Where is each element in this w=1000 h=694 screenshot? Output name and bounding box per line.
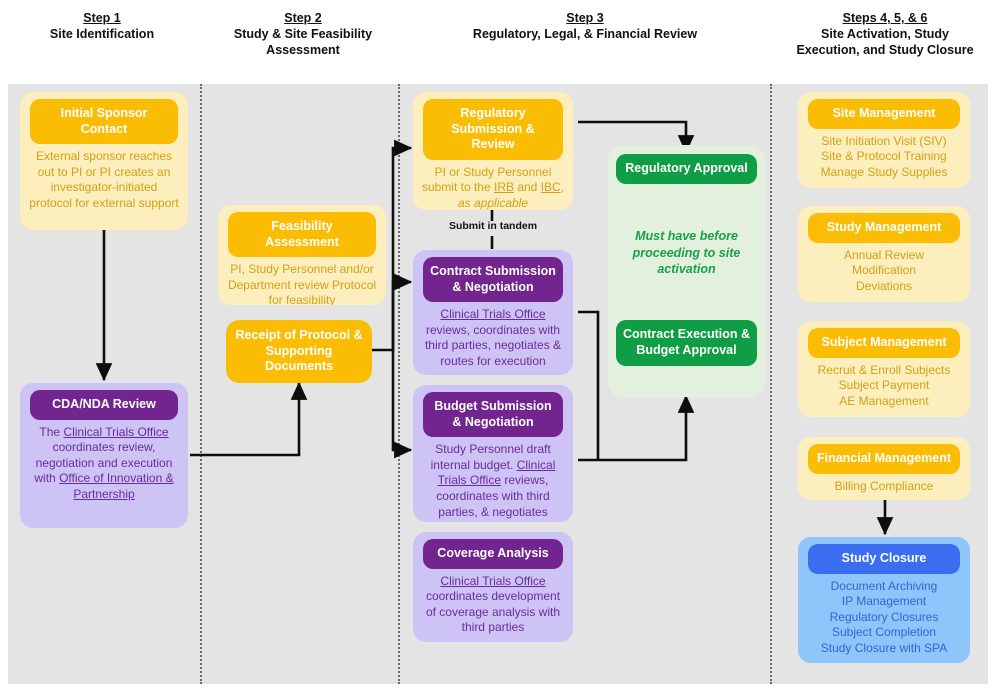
node-title: CDA/NDA Review	[30, 390, 178, 420]
node-title: Feasibility Assessment	[228, 212, 376, 258]
node-budget-submission-negotiation[interactable]: Budget Submission & Negotiation Study Pe…	[413, 385, 573, 522]
node-title: Contract Submission & Negotiation	[423, 257, 563, 303]
link-clinical-trials-office[interactable]: Clinical Trials Office	[437, 457, 556, 488]
node-study-closure[interactable]: Study Closure Document Archiving IP Mana…	[798, 537, 970, 663]
node-study-management[interactable]: Study Management Annual Review Modificat…	[798, 206, 970, 302]
node-body-line: Annual Review	[843, 247, 925, 262]
node-subject-management[interactable]: Subject Management Recruit & Enroll Subj…	[798, 321, 970, 417]
column-header-step-2: Step 2 Study & Site Feasibility Assessme…	[222, 10, 384, 58]
node-title: Site Management	[808, 99, 960, 129]
column-header-step-label: Steps 4, 5, & 6	[842, 11, 928, 25]
node-contract-submission-negotiation[interactable]: Contract Submission & Negotiation Clinic…	[413, 250, 573, 375]
link-clinical-trials-office[interactable]: Clinical Trials Office	[440, 307, 546, 322]
node-regulatory-submission-review[interactable]: Regulatory Submission & Review PI or Stu…	[413, 92, 573, 210]
node-title: Subject Management	[808, 328, 960, 358]
node-title: Regulatory Submission & Review	[423, 99, 563, 160]
column-header-step-3: Step 3 Regulatory, Legal, & Financial Re…	[420, 10, 750, 42]
link-clinical-trials-office[interactable]: Clinical Trials Office	[440, 573, 546, 588]
column-header-sub-label: Study & Site Feasibility Assessment	[233, 27, 373, 57]
link-ibc[interactable]: IBC	[540, 180, 561, 195]
node-body-line: Site Initiation Visit (SIV)	[821, 133, 947, 148]
node-body-line: Deviations	[855, 278, 913, 293]
node-body: Clinical Trials Office reviews, coordina…	[424, 307, 562, 369]
node-body: Clinical Trials Office coordinates devel…	[425, 573, 561, 635]
node-title: Study Closure	[808, 544, 960, 574]
node-body-line: Subject Payment	[838, 378, 930, 393]
node-title: Financial Management	[808, 444, 960, 474]
node-title-contract-execution: Contract Execution & Budget Approval	[616, 320, 757, 366]
column-header-sub-label: Site Activation, Study Execution, and St…	[796, 27, 974, 57]
node-body: Site Initiation Visit (SIV) Site & Proto…	[798, 129, 970, 188]
node-feasibility-assessment[interactable]: Feasibility Assessment PI, Study Personn…	[218, 205, 386, 305]
column-divider-2	[398, 84, 400, 684]
column-header-steps-456: Steps 4, 5, & 6 Site Activation, Study E…	[795, 10, 975, 58]
node-site-management[interactable]: Site Management Site Initiation Visit (S…	[798, 92, 970, 188]
node-title: Study Management	[808, 213, 960, 243]
node-coverage-analysis[interactable]: Coverage Analysis Clinical Trials Office…	[413, 532, 573, 642]
node-body-line: Modification	[851, 263, 917, 278]
node-title: Coverage Analysis	[423, 539, 563, 569]
node-body-line: Site & Protocol Training	[821, 149, 947, 164]
node-body: Document Archiving IP Management Regulat…	[798, 574, 970, 663]
node-body: PI, Study Personnel and/or Department re…	[227, 262, 377, 305]
link-irb[interactable]: IRB	[493, 180, 514, 195]
edge-label-submit-in-tandem: Submit in tandem	[448, 220, 538, 232]
column-header-step-label: Step 3	[566, 11, 604, 25]
node-title: Initial Sponsor Contact	[30, 99, 178, 145]
node-body-line: Regulatory Closures	[829, 609, 939, 624]
node-body: PI or Study Personnel submit to the IRB …	[421, 164, 565, 210]
node-body-line: Recruit & Enroll Subjects	[817, 362, 951, 377]
node-body: Annual Review Modification Deviations	[798, 243, 970, 302]
node-body: The Clinical Trials Office coordinates r…	[34, 424, 174, 501]
green-gate-note: Must have before proceeding to site acti…	[632, 228, 741, 277]
column-header-step-1: Step 1 Site Identification	[22, 10, 182, 42]
column-header-sub-label: Regulatory, Legal, & Financial Review	[472, 27, 698, 41]
node-initial-sponsor-contact[interactable]: Initial Sponsor Contact External sponsor…	[20, 92, 188, 230]
node-green-gate-group[interactable]: Regulatory Approval Must have before pro…	[608, 145, 765, 397]
node-body-line: Billing Compliance	[834, 478, 934, 493]
node-title: Budget Submission & Negotiation	[423, 392, 563, 438]
node-body: Billing Compliance	[798, 474, 970, 500]
node-cda-nda-review[interactable]: CDA/NDA Review The Clinical Trials Offic…	[20, 383, 188, 528]
node-body-line: AE Management	[839, 393, 929, 408]
node-title: Receipt of Protocol & Supporting Documen…	[226, 320, 372, 383]
column-divider-3	[770, 84, 772, 684]
node-body-line: Manage Study Supplies	[820, 164, 948, 179]
node-body: Study Personnel draft internal budget. C…	[430, 442, 556, 519]
link-office-innovation-partnership[interactable]: Office of Innovation & Partnership	[59, 471, 174, 501]
node-receipt-of-protocol[interactable]: Receipt of Protocol & Supporting Documen…	[226, 320, 372, 383]
node-body-line: Subject Completion	[831, 625, 937, 640]
node-financial-management[interactable]: Financial Management Billing Compliance	[798, 437, 970, 500]
column-divider-1	[200, 84, 202, 684]
column-header-sub-label: Site Identification	[49, 27, 155, 41]
link-clinical-trials-office[interactable]: Clinical Trials Office	[63, 424, 169, 439]
node-body-line: Document Archiving	[830, 578, 938, 593]
column-header-step-label: Step 1	[83, 11, 121, 25]
node-body: External sponsor reaches out to PI or PI…	[29, 149, 179, 211]
node-title-regulatory-approval: Regulatory Approval	[616, 154, 757, 184]
node-body-line: Study Closure with SPA	[820, 641, 948, 655]
node-body: Recruit & Enroll Subjects Subject Paymen…	[798, 358, 970, 417]
node-body-line: IP Management	[841, 594, 927, 609]
column-header-step-label: Step 2	[284, 11, 322, 25]
